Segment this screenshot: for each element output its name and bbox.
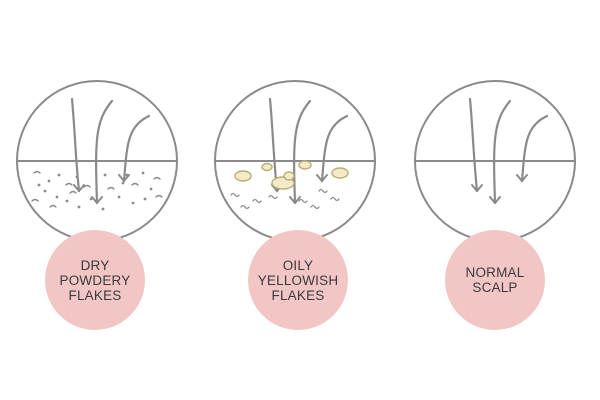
hair-follicle-icon <box>91 196 103 204</box>
hair-follicle-icon <box>489 196 501 204</box>
dry-flake-dot <box>121 181 125 185</box>
oily-residue-mark <box>240 204 250 210</box>
hair-strand <box>70 97 81 193</box>
dry-flake-dot <box>43 189 47 193</box>
hair-strand <box>268 97 279 193</box>
dry-flake-dot <box>77 205 81 209</box>
oily-residue-mark <box>310 204 320 210</box>
label-oily-text: OILY YELLOWISH FLAKES <box>257 257 339 303</box>
label-normal-text: NORMAL SCALP <box>465 265 525 295</box>
dry-flake-dot <box>143 197 147 201</box>
dry-flake-mark <box>31 198 39 202</box>
dry-flake-dot <box>149 187 153 191</box>
hair-follicle-icon <box>316 174 328 182</box>
dry-flake-mark <box>49 204 57 208</box>
dry-flake-dot <box>55 195 59 199</box>
oily-residue-mark <box>252 198 262 204</box>
dry-flake-mark <box>155 194 163 198</box>
hair-strand <box>468 97 479 193</box>
dry-flake-mark <box>65 182 73 186</box>
dry-flake-dot <box>131 201 135 205</box>
dry-flake-mark <box>153 176 161 180</box>
oily-residue-mark <box>298 198 308 204</box>
dry-flake-dot <box>47 179 51 183</box>
oily-residue-mark <box>318 188 328 194</box>
label-normal-scalp: NORMAL SCALP <box>445 230 545 330</box>
dry-flake-dot <box>75 175 79 179</box>
hair-strand <box>493 99 512 205</box>
dry-flake-dot <box>117 195 121 199</box>
hair-strand <box>320 114 349 183</box>
oily-residue-mark <box>268 194 278 200</box>
dry-flake-dot <box>37 183 41 187</box>
oily-flake-blob <box>298 160 312 170</box>
label-oily-yellowish-flakes: OILY YELLOWISH FLAKES <box>248 230 348 330</box>
hair-follicle-icon <box>118 174 130 182</box>
panel-oily-scalp <box>214 80 376 242</box>
hair-follicle-icon <box>471 184 483 192</box>
hair-follicle-icon <box>289 196 301 204</box>
dry-flake-dot <box>101 207 105 211</box>
dry-flake-mark <box>83 184 91 188</box>
hair-follicle-icon <box>516 174 528 182</box>
oily-flake-blob <box>234 170 252 182</box>
oily-flake-blob <box>261 162 273 172</box>
dry-flake-dot <box>141 171 145 175</box>
dry-flake-mark <box>33 170 41 174</box>
panel-normal-scalp <box>414 80 576 242</box>
oily-residue-mark <box>330 196 340 202</box>
hair-strand <box>95 99 114 205</box>
dry-flake-dot <box>89 197 93 201</box>
dry-flake-mark <box>131 182 139 186</box>
dry-flake-dot <box>57 173 61 177</box>
dry-flake-dot <box>65 199 69 203</box>
dry-flake-dot <box>103 173 107 177</box>
dry-flake-dot <box>125 173 129 177</box>
label-dry-powdery-flakes: DRY POWDERY FLAKES <box>45 230 145 330</box>
dry-flake-mark <box>69 190 77 194</box>
hair-strand <box>520 114 549 183</box>
oily-residue-mark <box>230 192 240 198</box>
hair-strand <box>122 114 151 183</box>
label-dry-text: DRY POWDERY FLAKES <box>59 257 131 303</box>
hair-strand <box>293 99 312 205</box>
panel-dry-scalp <box>16 80 178 242</box>
oily-flake-blob <box>331 167 349 179</box>
dry-flake-mark <box>107 186 115 190</box>
hair-follicle-icon <box>73 184 85 192</box>
oily-flake-blob <box>283 171 295 181</box>
